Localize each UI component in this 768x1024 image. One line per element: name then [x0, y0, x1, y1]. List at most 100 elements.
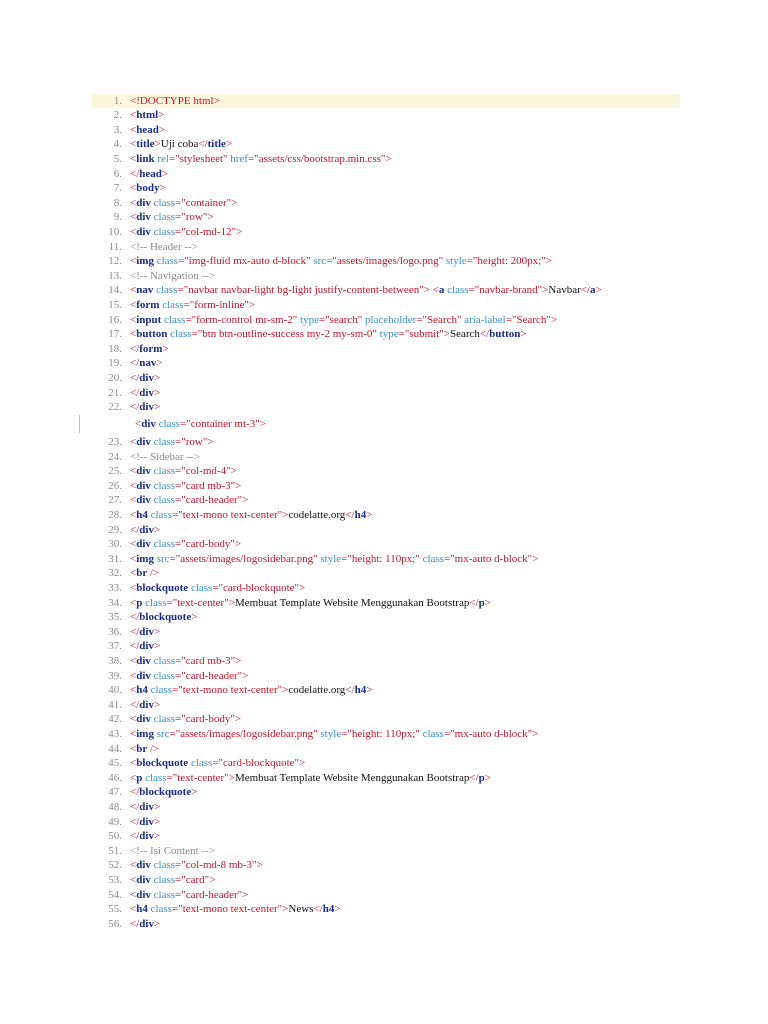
- code-line: 41. </div>: [92, 698, 160, 713]
- code-line: 29.</div>: [92, 523, 160, 538]
- line-number: 42.: [108, 713, 122, 726]
- code-text: <p class="text-center">Membuat Template …: [130, 596, 491, 609]
- code-line: 10.<div class="col-md-12">: [92, 225, 242, 240]
- code-text: </blockquote>: [130, 611, 198, 624]
- code-text: <img class="img-fluid mx-auto d-block" s…: [130, 255, 552, 268]
- line-number: 41.: [108, 698, 122, 711]
- code-line: 32.<br />: [92, 566, 159, 581]
- code-text: <!-- Navigation -->: [130, 269, 216, 282]
- code-line: 30.<div class="card-body">: [92, 537, 241, 552]
- line-number: 19.: [108, 357, 122, 370]
- line-number: 36.: [108, 625, 122, 638]
- code-line: 33.<blockquote class="card-blockquote">: [92, 581, 305, 596]
- code-line: 38.<div class="card mb-3">: [92, 654, 241, 669]
- line-number: 55.: [108, 903, 122, 916]
- line-number: 5.: [113, 152, 122, 165]
- line-number: 50.: [108, 830, 122, 843]
- line-number: 4.: [113, 138, 122, 151]
- line-number: 8.: [113, 196, 122, 209]
- code-text: <link rel="stylesheet" href="assets/css/…: [130, 152, 392, 165]
- code-line: 15.<form class="form-inline">: [92, 298, 255, 313]
- code-text: <!-- Sidebar -->: [130, 450, 200, 463]
- code-line: 16.<input class="form-control mr-sm-2" t…: [92, 313, 557, 328]
- line-number: 48.: [108, 801, 122, 813]
- code-line: 23.<div class="row">: [92, 435, 214, 450]
- code-line: 37. </div>: [92, 639, 160, 654]
- code-text: <div class="col-md-8 mb-3">: [130, 859, 263, 872]
- code-text: </div>: [130, 640, 161, 653]
- line-number: 9.: [113, 211, 122, 224]
- code-text: <div class="container mt-3">: [135, 417, 266, 430]
- line-number: 49.: [108, 815, 122, 828]
- code-line: 55.<h4 class="text-mono text-center">New…: [92, 902, 340, 917]
- code-line: 47. </blockquote>: [92, 785, 197, 800]
- line-number: 39.: [108, 669, 122, 682]
- code-text: </head>: [130, 167, 169, 180]
- line-number: 15.: [108, 298, 122, 311]
- line-number: 20.: [108, 371, 122, 384]
- code-line: 35.</blockquote>: [92, 610, 197, 625]
- code-line: 13. <!-- Navigation -->: [92, 269, 215, 284]
- line-number: 32.: [108, 567, 122, 580]
- code-text: <input class="form-control mr-sm-2" type…: [130, 313, 558, 326]
- line-number: 13.: [108, 269, 122, 282]
- margin-marker: [79, 415, 80, 433]
- code-text: </div>: [130, 917, 161, 930]
- line-number: 11.: [108, 240, 122, 253]
- code-line: 49.</div>: [92, 815, 160, 830]
- line-number: 3.: [113, 123, 122, 136]
- code-line: 31.<img src="assets/images/logosidebar.p…: [92, 552, 538, 567]
- line-number: 1.: [113, 94, 122, 107]
- line-number: 38.: [108, 655, 122, 667]
- code-line: 21.</div>: [92, 386, 160, 401]
- code-text: <div class="row">: [130, 211, 214, 224]
- code-text: <title>Uji coba</title>: [130, 138, 233, 151]
- code-text: <body>: [130, 182, 166, 195]
- code-text: <div class="card-body">: [130, 538, 242, 551]
- line-number: 14.: [108, 284, 122, 297]
- code-line: 34.<p class="text-center">Membuat Templa…: [92, 596, 491, 611]
- line-number: 18.: [108, 342, 122, 355]
- line-number: 47.: [108, 786, 122, 799]
- code-text: <button class="btn btn-outline-success m…: [130, 328, 527, 341]
- code-line: 1. <!DOCTYPE html>: [92, 93, 680, 109]
- line-number: 21.: [108, 386, 122, 399]
- code-text: </div>: [130, 371, 161, 384]
- code-line: 48.</div>: [92, 800, 160, 815]
- code-text: </div>: [130, 698, 161, 711]
- code-text: <head>: [130, 123, 166, 136]
- line-number: 40.: [108, 684, 122, 697]
- code-line: 42.<div class="card-body">: [92, 712, 241, 727]
- line-number: 37.: [108, 640, 122, 653]
- code-line: 20. </div>: [92, 371, 160, 386]
- code-line: 46.<p class="text-center">Membuat Templa…: [92, 771, 491, 786]
- code-text: <div class="card mb-3">: [130, 479, 242, 492]
- code-line: 5. <link rel="stylesheet" href="assets/cs…: [92, 152, 392, 167]
- code-line: 44.<br />: [92, 742, 159, 757]
- code-line: 51.<!-- Isi Content -->: [92, 844, 215, 859]
- code-text: <blockquote class="card-blockquote">: [130, 757, 306, 770]
- line-number: 53.: [108, 874, 122, 886]
- line-number: 24.: [108, 450, 122, 463]
- code-text: </div>: [130, 401, 161, 414]
- code-text: <html>: [130, 109, 165, 122]
- code-text: <div class="card-header">: [130, 669, 249, 682]
- code-line: 53.<div class="card">: [92, 873, 215, 888]
- line-number: 17.: [108, 328, 122, 341]
- code-line: 36.</div>: [92, 625, 160, 640]
- code-text: <div class="col-md-4">: [130, 465, 237, 478]
- code-text: <blockquote class="card-blockquote">: [130, 582, 306, 594]
- line-number: 10.: [108, 225, 122, 238]
- code-text: <!DOCTYPE html>: [130, 94, 220, 107]
- line-number: 27.: [108, 494, 122, 507]
- code-line: 24. <!-- Sidebar -->: [92, 450, 200, 465]
- code-text: </div>: [130, 830, 161, 843]
- code-line: 25.<div class="col-md-4">: [92, 464, 237, 479]
- code-line: 7.<body>: [92, 181, 166, 196]
- code-text: </blockquote>: [130, 786, 198, 799]
- code-line: 9. <div class="row">: [92, 210, 214, 225]
- code-text: <div class="row">: [130, 436, 214, 448]
- code-text: <h4 class="text-mono text-center">codela…: [130, 684, 373, 697]
- code-text: <img src="assets/images/logosidebar.png"…: [130, 728, 539, 740]
- line-number: 12.: [108, 255, 122, 268]
